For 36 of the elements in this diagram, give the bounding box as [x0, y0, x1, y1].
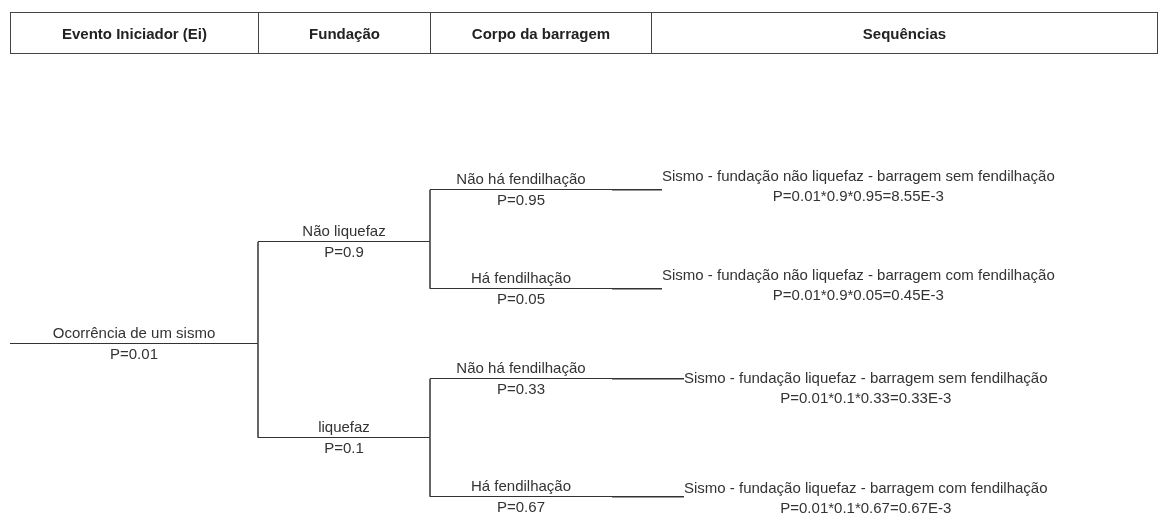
- branch-connector: [257, 343, 259, 439]
- sequence-label: Sismo - fundação liquefaz - barragem com fendilhação: [684, 478, 1048, 498]
- branch-label: Não há fendilhação: [456, 169, 586, 189]
- branch-connector: [611, 288, 663, 290]
- sequence-label: Sismo - fundação não liquefaz - barragem com fendilhação: [662, 265, 1055, 285]
- probability-formula: P=0.01*0.9*0.05=0.45E-3: [772, 285, 944, 305]
- probability-label: P=0.05: [497, 289, 545, 309]
- branch-connector: [257, 241, 259, 345]
- branch-connector: [611, 189, 663, 191]
- branch-label: Não liquefaz: [302, 221, 386, 241]
- column-header: Sequências: [862, 24, 947, 42]
- probability-label: P=0.95: [497, 190, 545, 210]
- probability-label: P=0.9: [324, 242, 364, 262]
- probability-label: P=0.01: [110, 344, 158, 364]
- branch-connector: [611, 378, 685, 380]
- branch-connector: [429, 189, 431, 243]
- probability-formula: P=0.01*0.1*0.67=0.67E-3: [780, 498, 952, 518]
- branch-label: Há fendilhação: [470, 476, 572, 496]
- sequence-label: Sismo - fundação não liquefaz - barragem sem fendilhação: [662, 166, 1055, 186]
- branch-connector: [429, 241, 431, 290]
- probability-label: P=0.1: [324, 438, 364, 458]
- branch-label: Há fendilhação: [470, 268, 572, 288]
- branch-label: liquefaz: [318, 417, 370, 437]
- branch-connector: [429, 378, 431, 439]
- branch-label: Não há fendilhação: [456, 358, 586, 378]
- branch-connector: [611, 496, 685, 498]
- probability-formula: P=0.01*0.9*0.95=8.55E-3: [772, 186, 944, 206]
- column-header: Fundação: [309, 24, 380, 42]
- column-header: Corpo da barragem: [471, 24, 611, 42]
- probability-formula: P=0.01*0.1*0.33=0.33E-3: [780, 388, 952, 408]
- probability-label: P=0.67: [497, 497, 545, 517]
- branch-label: Ocorrência de um sismo: [52, 323, 216, 343]
- column-header: Evento Iniciador (Ei): [62, 24, 207, 42]
- sequence-label: Sismo - fundação liquefaz - barragem sem fendilhação: [684, 368, 1048, 388]
- branch-connector: [429, 437, 431, 498]
- probability-label: P=0.33: [497, 379, 545, 399]
